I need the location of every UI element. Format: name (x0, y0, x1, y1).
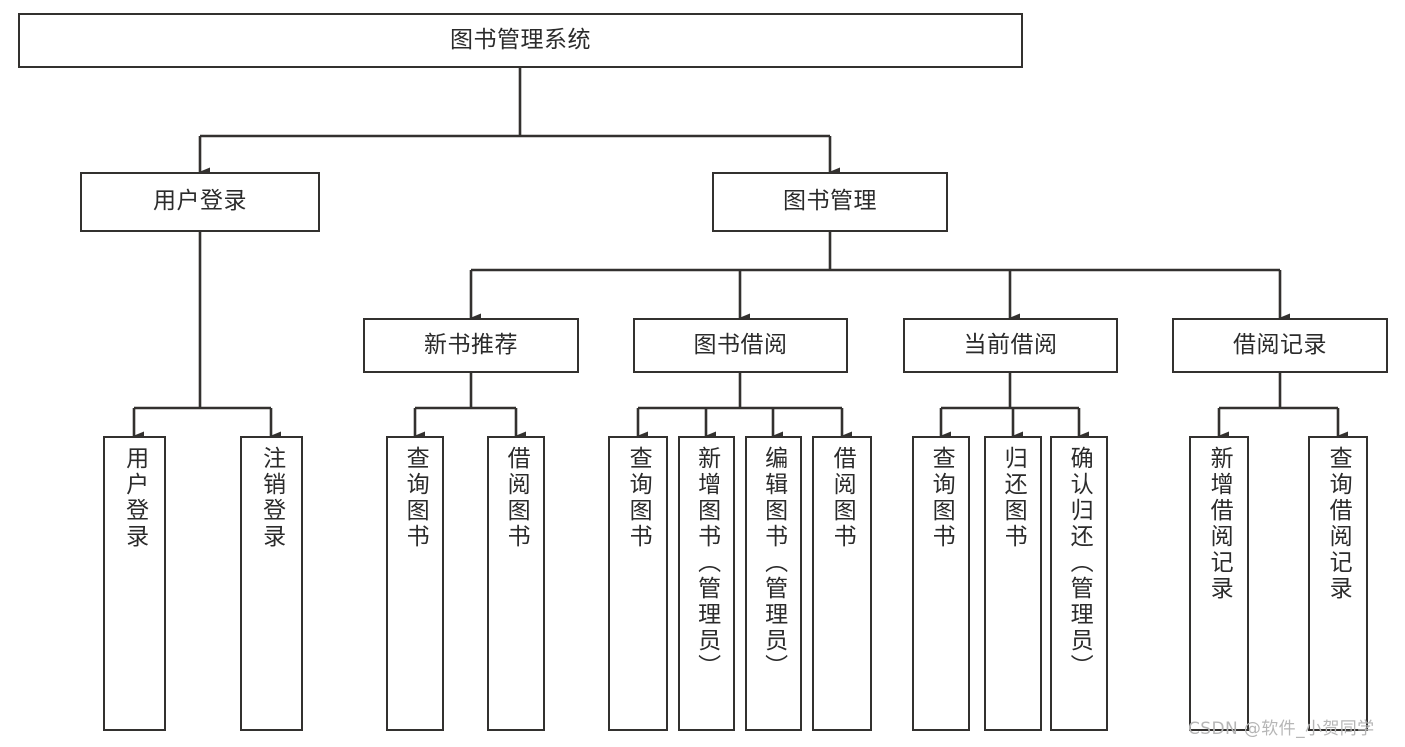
node-leaf-user-login[interactable]: 用户登录 (103, 436, 166, 731)
node-leaf-confirm-return-admin-label: 确认归还（管理员） (1066, 446, 1093, 680)
node-root[interactable]: 图书管理系统 (18, 13, 1023, 68)
node-level2-book-borrow[interactable]: 图书借阅 (633, 318, 848, 373)
node-level2-new-book-recommend[interactable]: 新书推荐 (363, 318, 579, 373)
node-leaf-query-book-borrow-label: 查询图书 (625, 446, 652, 550)
node-leaf-user-login-label: 用户登录 (121, 446, 148, 550)
node-leaf-add-borrow-record-label: 新增借阅记录 (1206, 446, 1233, 602)
node-root-label: 图书管理系统 (450, 26, 591, 53)
node-level2-new-book-recommend-label: 新书推荐 (424, 331, 518, 358)
node-leaf-add-book-admin-label: 新增图书（管理员） (693, 446, 720, 680)
node-level2-borrow-record-label: 借阅记录 (1233, 331, 1327, 358)
node-leaf-add-borrow-record[interactable]: 新增借阅记录 (1189, 436, 1249, 731)
node-leaf-borrow-book-label: 借阅图书 (829, 446, 856, 550)
node-leaf-query-book-current[interactable]: 查询图书 (912, 436, 970, 731)
node-leaf-query-borrow-record[interactable]: 查询借阅记录 (1308, 436, 1368, 731)
node-level1-user-login[interactable]: 用户登录 (80, 172, 320, 232)
node-level1-user-login-label: 用户登录 (153, 188, 247, 215)
node-level1-book-management-label: 图书管理 (783, 188, 877, 215)
csdn-watermark: CSDN @软件_小贺同学 (1188, 719, 1375, 739)
node-leaf-add-book-admin[interactable]: 新增图书（管理员） (678, 436, 735, 731)
node-leaf-borrow-book-recommend[interactable]: 借阅图书 (487, 436, 545, 731)
node-leaf-query-book-recommend[interactable]: 查询图书 (386, 436, 444, 731)
node-level2-current-borrow[interactable]: 当前借阅 (903, 318, 1118, 373)
node-level2-book-borrow-label: 图书借阅 (693, 331, 788, 358)
node-leaf-edit-book-admin-label: 编辑图书（管理员） (760, 446, 787, 680)
node-leaf-borrow-book[interactable]: 借阅图书 (812, 436, 872, 731)
node-level2-borrow-record[interactable]: 借阅记录 (1172, 318, 1388, 373)
node-leaf-edit-book-admin[interactable]: 编辑图书（管理员） (745, 436, 802, 731)
node-leaf-logout-label: 注销登录 (258, 446, 285, 550)
node-leaf-query-borrow-record-label: 查询借阅记录 (1325, 446, 1352, 602)
node-leaf-borrow-book-recommend-label: 借阅图书 (503, 446, 530, 550)
edges (132, 68, 1348, 441)
node-leaf-confirm-return-admin[interactable]: 确认归还（管理员） (1050, 436, 1108, 731)
node-level1-book-management[interactable]: 图书管理 (712, 172, 948, 232)
node-leaf-return-book-label: 归还图书 (1000, 446, 1027, 550)
node-leaf-query-book-recommend-label: 查询图书 (402, 446, 429, 550)
node-leaf-return-book[interactable]: 归还图书 (984, 436, 1042, 731)
node-leaf-query-book-current-label: 查询图书 (928, 446, 955, 550)
node-leaf-logout[interactable]: 注销登录 (240, 436, 303, 731)
node-leaf-query-book-borrow[interactable]: 查询图书 (608, 436, 668, 731)
node-level2-current-borrow-label: 当前借阅 (963, 331, 1058, 358)
